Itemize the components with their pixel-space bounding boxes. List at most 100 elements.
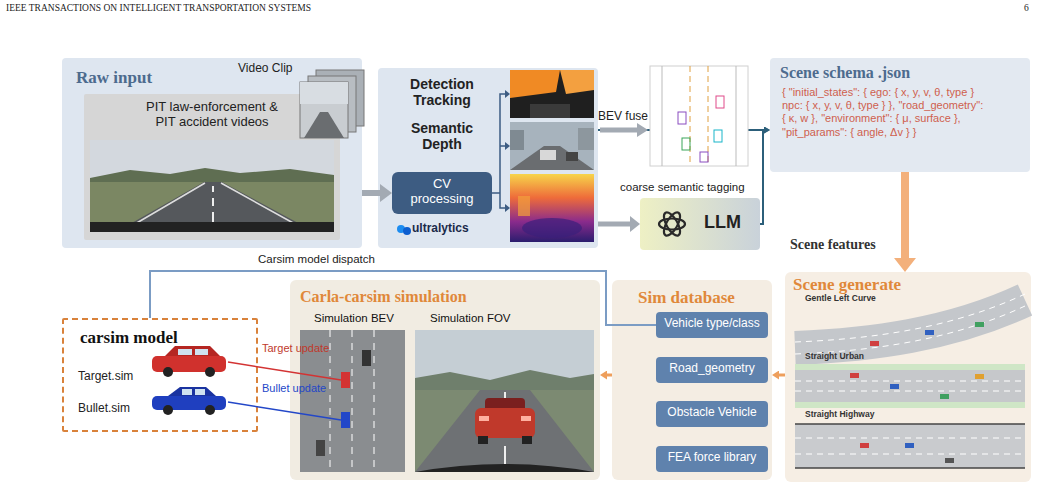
source-box: PIT law-enforcement & PIT accident video… <box>84 94 340 240</box>
llm-logo <box>661 210 684 238</box>
bev-image <box>662 66 663 166</box>
node-title: carsim model <box>80 328 210 348</box>
database-item: Vehicle type/class <box>656 312 768 338</box>
scene-panel: Scene generateGentle Left CurveStraight … <box>785 272 1031 482</box>
street-photo <box>510 122 594 170</box>
urban-road <box>850 373 859 378</box>
fuse-arrow <box>600 128 638 133</box>
text-slot: Sim database <box>638 288 758 308</box>
target-car <box>163 367 173 377</box>
urban-road <box>795 402 1025 408</box>
cv-branch-arrows <box>505 142 510 150</box>
text-slot: Simulation FOV <box>430 312 530 325</box>
video-frames <box>300 70 364 138</box>
bullet-car <box>152 396 226 410</box>
node-title: Road_geometry <box>660 362 764 376</box>
llm-logo <box>659 219 685 230</box>
node-text: Straight Highway <box>805 410 955 420</box>
node-text: Semantic Depth <box>392 120 492 152</box>
urban-road <box>890 384 899 389</box>
semantic-image <box>530 104 570 118</box>
figure-label: IEEE TRANSACTIONS ON INTELLIGENT TRANSPO… <box>6 3 426 14</box>
text-slot: CV processing <box>402 177 482 207</box>
llm-logo <box>659 210 685 238</box>
database-item: FEA force library <box>656 446 768 472</box>
bullet-car <box>163 405 173 415</box>
node-title: Scene schema .json <box>780 64 1020 82</box>
highway-road <box>795 424 1025 468</box>
text-slot: Raw input <box>76 68 236 88</box>
figure-label: ultralytics <box>412 222 502 236</box>
street-photo <box>510 122 594 170</box>
simulation-bev-image <box>330 330 331 472</box>
node-text: Simulation BEV <box>314 312 414 325</box>
model-box: carsim modelTarget.simBullet.sim <box>62 318 258 432</box>
connector <box>779 374 785 377</box>
update-leader-lines <box>228 362 341 380</box>
target-car <box>178 349 192 355</box>
text-slot: Straight Urban <box>805 352 955 362</box>
highway-road <box>795 454 1025 455</box>
text-slot: Bullet update <box>262 382 352 395</box>
bev-image <box>650 66 748 166</box>
node-title: Vehicle type/class <box>660 317 764 331</box>
text-slot: Video Clip <box>238 62 308 76</box>
connector <box>607 374 612 377</box>
text-slot: Carsim model dispatch <box>258 253 418 266</box>
depth-image <box>510 174 594 242</box>
semantic-image <box>510 70 560 98</box>
target-car <box>195 349 208 355</box>
dashcam-image <box>90 222 334 232</box>
text-slot: IEEE TRANSACTIONS ON INTELLIGENT TRANSPO… <box>6 3 426 14</box>
fuse-arrow <box>637 123 648 137</box>
urban-road <box>795 364 1025 408</box>
highway-road <box>795 423 1025 425</box>
simulation-fov-image <box>415 464 594 472</box>
figure-label: Target update <box>262 342 352 355</box>
edge-label: Scene features <box>790 237 900 253</box>
video-frames <box>316 70 364 126</box>
bev-image <box>708 66 709 166</box>
text-slot: { "initial_states": { ego: { x, y, v, θ,… <box>782 86 987 139</box>
simulation-bev-image <box>362 350 371 366</box>
depth-image <box>522 218 582 238</box>
node-title: Sim database <box>638 288 758 308</box>
video-frames <box>300 82 348 104</box>
node-title: Scene generate <box>793 275 993 295</box>
bev-image <box>690 66 691 166</box>
text-slot: Scene schema .json <box>780 64 1020 82</box>
bullet-car <box>168 387 216 396</box>
dashcam-image <box>90 168 334 182</box>
node-title: Raw input <box>76 68 236 88</box>
curve-road <box>925 330 934 335</box>
text-slot: FEA force library <box>660 451 764 465</box>
node-title: CV processing <box>402 177 482 207</box>
node-text: Simulation FOV <box>430 312 530 325</box>
dashcam-image <box>90 140 334 232</box>
text-slot: Target.sim <box>78 370 158 384</box>
simulation-fov-image <box>485 398 525 412</box>
bullet-car <box>205 405 215 415</box>
depth-image <box>518 196 530 216</box>
database-item: Obstacle Vehicle <box>656 401 768 427</box>
text-slot: Obstacle Vehicle <box>660 406 764 420</box>
figure-label: Bullet update <box>262 382 352 395</box>
text-slot: coarse semantic tagging <box>620 181 770 194</box>
target-car <box>205 367 215 377</box>
simulation-fov-image <box>521 416 531 421</box>
schema-panel: Scene schema .json { "initial_states": { … <box>770 58 1030 172</box>
simulation-bev-image <box>316 440 325 456</box>
curve-road <box>975 322 984 327</box>
urban-road <box>940 394 949 399</box>
simulation-fov-image <box>522 436 532 444</box>
highway-road <box>795 424 1025 468</box>
node-title: PIT law-enforcement & PIT accident video… <box>137 100 287 130</box>
dashcam-image <box>212 186 214 222</box>
node-title: Obstacle Vehicle <box>660 406 764 420</box>
curve-road <box>795 306 1025 354</box>
simulation-fov-image <box>478 436 488 444</box>
cv-branch-arrows <box>492 94 506 208</box>
street-photo <box>578 128 594 150</box>
